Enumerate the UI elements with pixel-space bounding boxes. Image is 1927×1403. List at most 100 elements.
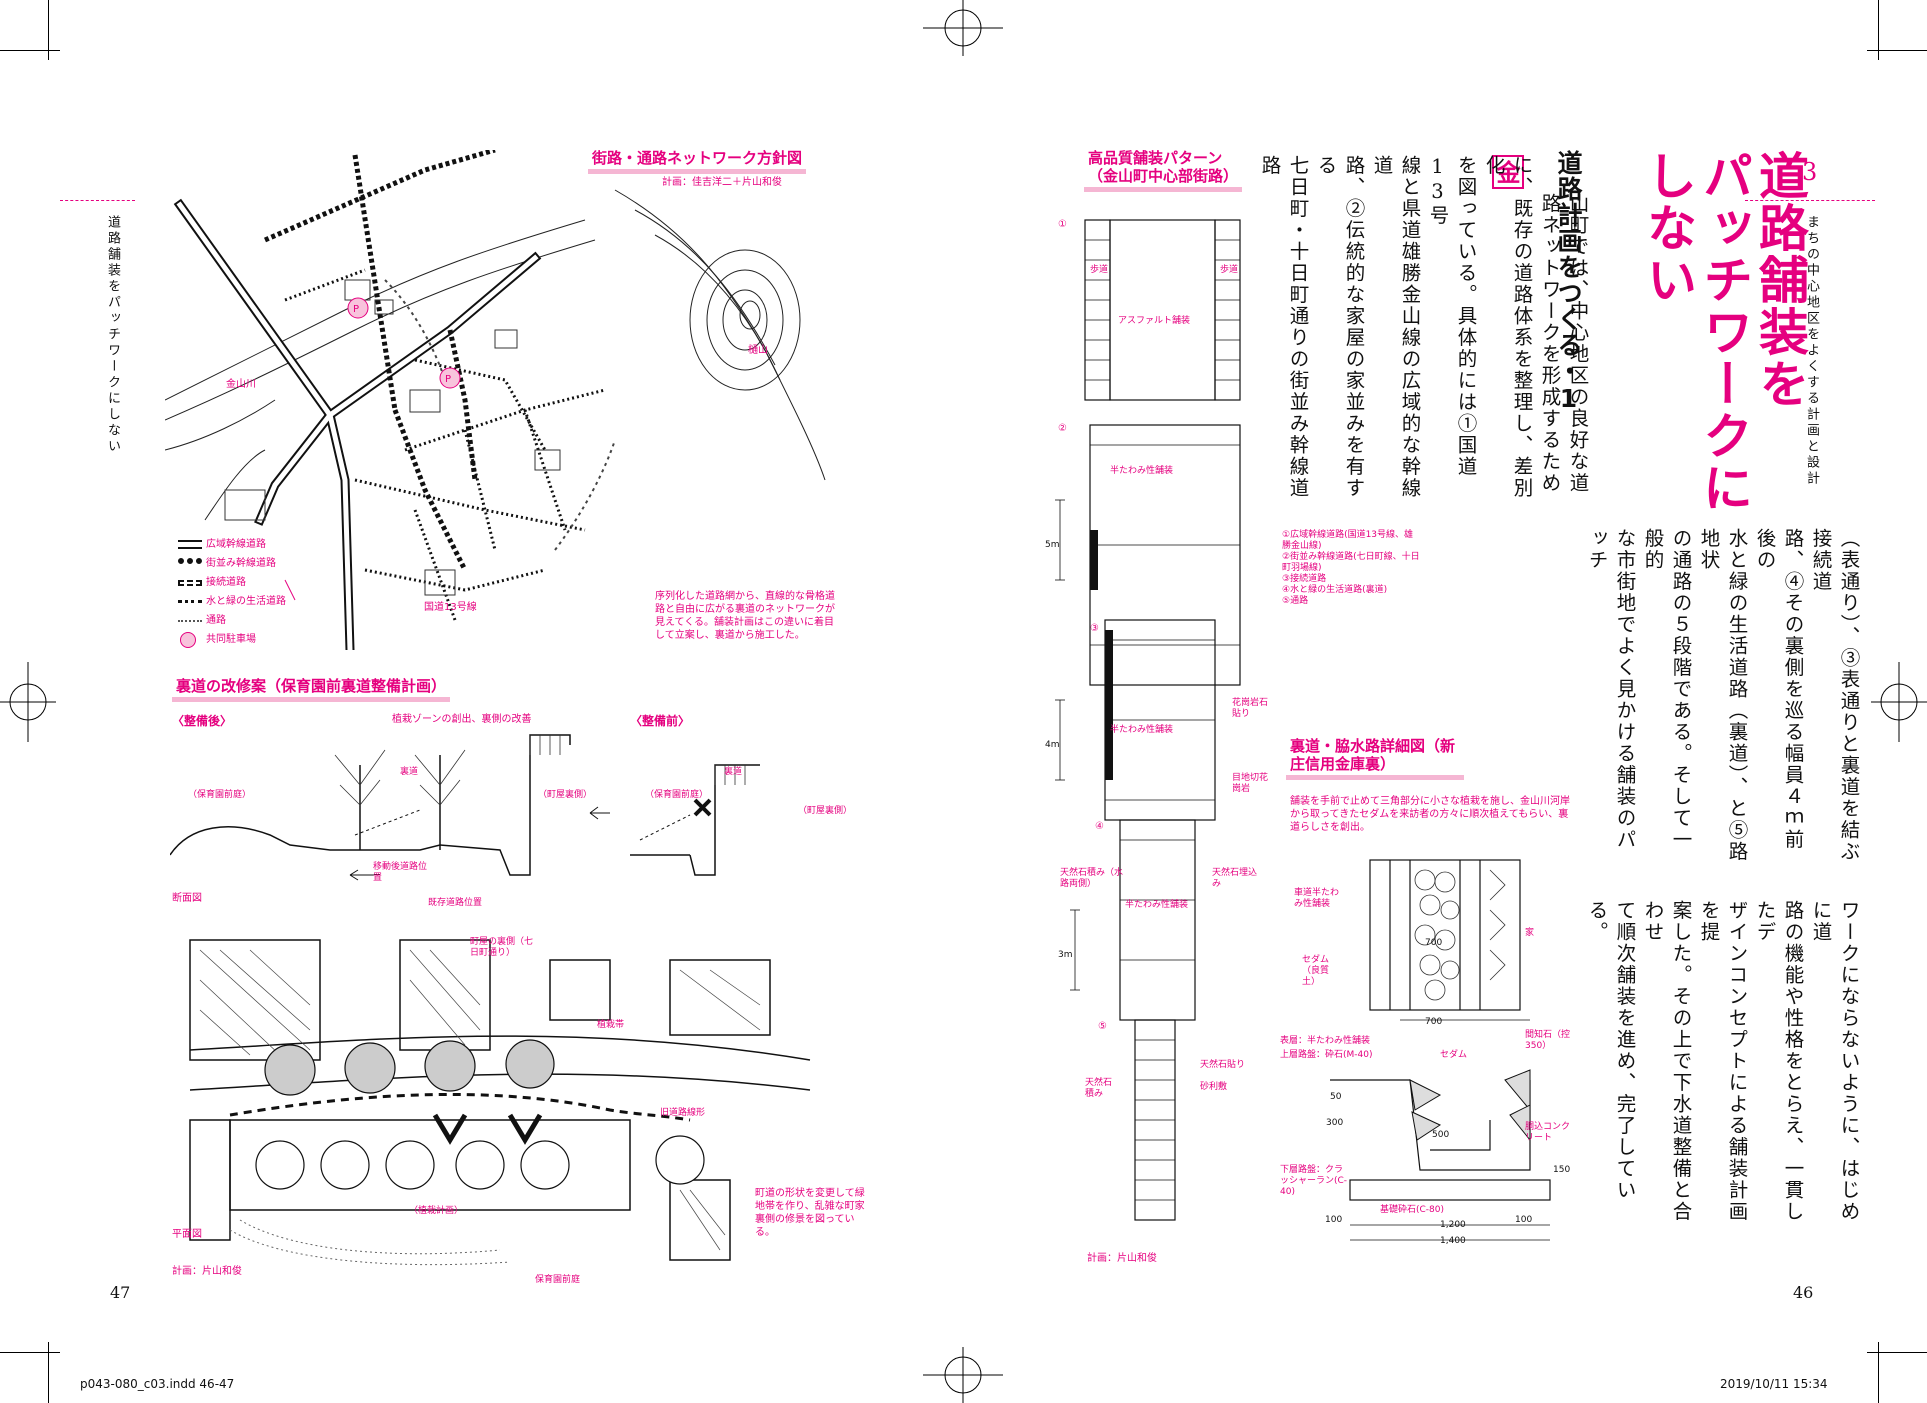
legend-label: 通路 xyxy=(206,615,226,626)
body-line: 線と県道雄勝金山線の広域的な幹線道 xyxy=(1370,155,1421,499)
running-head-right: まちの中心地区をよくする計画と設計 xyxy=(1804,215,1819,487)
plan-drawing xyxy=(189,939,811,1266)
legend-item: 接続道路 xyxy=(178,573,328,592)
machiya-back-label-before: （町屋裏側） xyxy=(798,806,853,816)
stone-tile-5-label: 天然石貼り xyxy=(1200,1060,1246,1070)
crop-mark xyxy=(1878,0,1879,60)
asphalt-label: アスファルト舗装 xyxy=(1118,316,1191,326)
dim-5m: 5m xyxy=(1045,540,1060,550)
body-line: （表通り）、③表通りと裏道を結ぶ接続道 xyxy=(1809,528,1860,863)
road-label: 車道半たわみ性舗装 xyxy=(1294,888,1340,909)
kenchi-stone-label: 間知石（控350） xyxy=(1525,1030,1571,1051)
plan-credit: 計画：片山和俊 xyxy=(172,1266,242,1277)
dim-4m: 4m xyxy=(1045,740,1060,750)
pavement-legend: ①広域幹線道路(国道13号線、雄勝金山線) ②街並み幹線道路(七日町線、十日町羽… xyxy=(1282,530,1422,607)
svg-text:P: P xyxy=(353,304,359,315)
machiya-back-label: （町屋裏側） xyxy=(538,790,593,800)
legend-label: 街並み幹線道路 xyxy=(206,558,276,569)
running-head-left: 道路舗装をパッチワークにしない xyxy=(105,215,120,455)
legend-swatch xyxy=(178,540,202,549)
granite-label: 花崗岩石貼り xyxy=(1232,698,1269,719)
machiya-rear-label: 町屋の裏側（七日町通り） xyxy=(470,937,534,958)
base-stone-label: 基礎砕石(C-80) xyxy=(1380,1205,1445,1215)
mountain-label: 樋山 xyxy=(748,345,768,356)
pavement-legend-item: ②街並み幹線道路(七日町線、十日町羽場線) xyxy=(1282,552,1420,573)
before-label: 〈整備前〉 xyxy=(630,714,691,728)
back-road-label-before: 裏道 xyxy=(724,767,743,777)
plan-note: 町道の形状を変更して緑地帯を作り、乱雑な町家裏側の修景を図っている。 xyxy=(755,1188,865,1238)
legend-label: 広域幹線道路 xyxy=(206,539,266,550)
dim-700-top: 700 xyxy=(1425,938,1443,948)
granite-cut-label: 目地切花崗岩 xyxy=(1232,773,1269,794)
planting-label: 植栽帯 xyxy=(597,1020,625,1030)
network-map-legend: 広域幹線道路 街並み幹線道路 接続道路 水と緑の生活道路 通路 共同駐車場 xyxy=(178,535,328,649)
body-line: 山町では、中心地区の良好な道 xyxy=(1566,193,1589,494)
legend-swatch xyxy=(178,600,202,603)
semiflex-4-label: 半たわみ性舗装 xyxy=(1125,900,1189,910)
planting-note: 植栽ゾーンの創出、裏側の改善 xyxy=(392,714,532,725)
section-drawing xyxy=(170,734,760,881)
body-line: 路、②伝統的な家屋の家並みを有する xyxy=(1314,155,1365,499)
pavement-legend-item: ⑤通路 xyxy=(1282,596,1309,606)
dim-100-left: 100 xyxy=(1325,1215,1343,1225)
body-line: て順次舗装を進め、完了している。 xyxy=(1585,900,1636,1201)
slug-timestamp: 2019/10/11 15:34 xyxy=(1720,1377,1828,1391)
top-layer-label: 表層：半たわみ性舗装 xyxy=(1280,1036,1371,1046)
network-map-credit: 計画：佳吉洋二＋片山和俊 xyxy=(662,177,782,188)
nursery-garden-plan-label: 保育園前庭 xyxy=(535,1275,581,1285)
dropcap: 金 xyxy=(1492,155,1524,189)
route13-label: 国道13号線 xyxy=(424,602,477,613)
pavement-legend-item: ④水と緑の生活道路(裏道) xyxy=(1282,585,1388,595)
dim-300: 300 xyxy=(1326,1118,1344,1128)
dim-1400: 1,400 xyxy=(1440,1236,1466,1246)
marker-5: ⑤ xyxy=(1098,1021,1107,1032)
body-line: 案した。その上で下水道整備と合わせ xyxy=(1641,900,1692,1223)
upper-base-label: 上層路盤：砕石(M-40) xyxy=(1280,1050,1373,1060)
nursery-garden-label: （保育園前庭） xyxy=(188,790,252,800)
legend-item: 広域幹線道路 xyxy=(178,535,328,554)
pavement-legend-item: ①広域幹線道路(国道13号線、雄勝金山線) xyxy=(1282,530,1414,551)
pavement-title: 高品質舗装パターン（金山町中心部街路） xyxy=(1084,149,1242,192)
title-line-3: しない xyxy=(1639,150,1697,306)
dim-500: 500 xyxy=(1432,1130,1450,1140)
legend-swatch xyxy=(178,579,202,586)
crop-mark xyxy=(1878,1342,1879,1403)
legend-label: 水と緑の生活道路 xyxy=(206,596,286,607)
body-line: を図っている。具体的には①国道13号 xyxy=(1426,155,1477,478)
lower-base-label: 下層路盤：クラッシャーラン(C-40) xyxy=(1280,1165,1348,1197)
legend-label: 接続道路 xyxy=(206,577,246,588)
sidewalk-left-label: 歩道 xyxy=(1090,265,1109,275)
dim-50: 50 xyxy=(1330,1092,1342,1102)
old-road-label: 旧道路線形 xyxy=(660,1108,706,1118)
crop-mark xyxy=(48,1342,49,1403)
title-line-2: パッチワークに xyxy=(1695,150,1753,514)
dim-700: 700 xyxy=(1425,1017,1443,1027)
dim-150: 150 xyxy=(1553,1165,1571,1175)
section-label: 断面図 xyxy=(172,893,202,904)
body-line: 路、④その裏側を巡る幅員４ｍ前後の xyxy=(1753,528,1804,851)
crop-mark xyxy=(48,0,49,60)
dim-100-right: 100 xyxy=(1515,1215,1533,1225)
title-line-1: 道路舗装を xyxy=(1751,150,1809,410)
legend-item: 共同駐車場 xyxy=(178,630,328,649)
legend-item: 水と緑の生活道路 xyxy=(178,592,328,611)
planting-plan-label: （植栽計画） xyxy=(409,1206,464,1216)
marker-1: ① xyxy=(1058,219,1067,230)
page-number-left: 47 xyxy=(110,1283,131,1302)
body-line: な市街地でよく見かける舗装のパッチ xyxy=(1585,528,1636,851)
parking-icon xyxy=(180,631,196,648)
crop-mark xyxy=(0,1352,60,1353)
body-line: の通路の５段階である。そして一般的 xyxy=(1641,528,1692,851)
body-line: 水と緑の生活道路（裏道）、と⑤路地状 xyxy=(1697,528,1748,863)
sidewalk-right-label: 歩道 xyxy=(1220,265,1239,275)
body-line: 路ネットワークを形成するため xyxy=(1538,193,1561,494)
back-road-label: 裏道 xyxy=(400,767,419,777)
pavement-legend-item: ③接続道路 xyxy=(1282,574,1327,584)
gravel-5-label: 砂利敷 xyxy=(1200,1082,1228,1092)
sedum-label: セダム（良質土） xyxy=(1302,955,1330,987)
legend-swatch xyxy=(178,619,202,622)
body-block-1: 山町では、中心地区の良好な道 路ネットワークを形成するため に、既存の道路体系を… xyxy=(1255,155,1591,510)
pavement-credit: 計画：片山和俊 xyxy=(1087,1253,1157,1264)
body-block-3: ワークにならないように、はじめに道 路の機能や性格をとらえ、一貫したデ ザインコ… xyxy=(1582,900,1862,1240)
